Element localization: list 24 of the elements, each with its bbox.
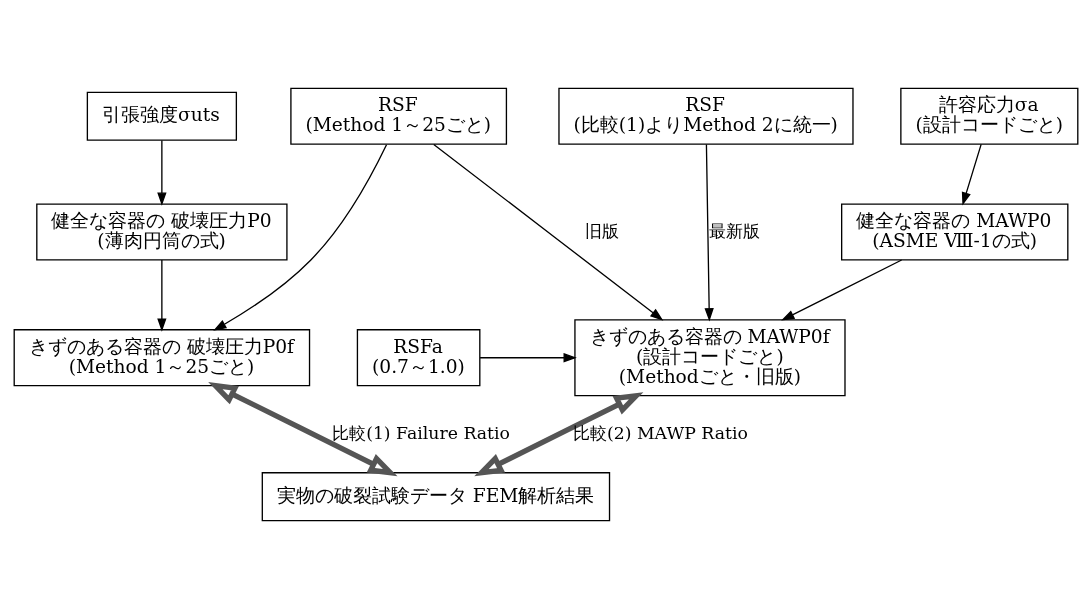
- node-box: RSF (比較(1)よりMethod 2に統一): [558, 87, 854, 145]
- arrow: [433, 143, 664, 321]
- node-box: きずのある容器の MAWP0f (設計コードごと) (Methodごと・旧版): [574, 319, 846, 397]
- node-box: RSFa (0.7～1.0): [356, 329, 481, 387]
- arrow: [704, 143, 714, 322]
- edge-label: 比較(1) Failure Ratio: [332, 422, 511, 443]
- node-box: 引張強度σuts: [86, 91, 238, 141]
- edge-label: 最新版: [708, 220, 760, 241]
- arrow: [474, 392, 644, 477]
- arrow: [213, 144, 388, 331]
- node-box: 実物の破裂試験データ FEM解析結果: [261, 472, 611, 522]
- edge-label: 旧版: [584, 220, 619, 241]
- node-box: 許容応力σa (設計コードごと): [900, 87, 1079, 145]
- arrow: [479, 353, 577, 363]
- node-box: 健全な容器の 破壊圧力P0 (薄肉円筒の式): [36, 203, 288, 261]
- arrow: [781, 259, 903, 321]
- edge-label: 比較(2) MAWP Ratio: [572, 422, 748, 443]
- node-box: RSF (Method 1～25ごと): [290, 87, 508, 145]
- arrow: [208, 382, 398, 477]
- node-box: きずのある容器の 破壊圧力P0f (Method 1～25ごと): [13, 329, 311, 387]
- arrow: [961, 143, 982, 206]
- arrow: [157, 139, 167, 206]
- arrow: [157, 259, 167, 332]
- node-box: 健全な容器の MAWP0 (ASME Ⅷ-1の式): [841, 203, 1069, 261]
